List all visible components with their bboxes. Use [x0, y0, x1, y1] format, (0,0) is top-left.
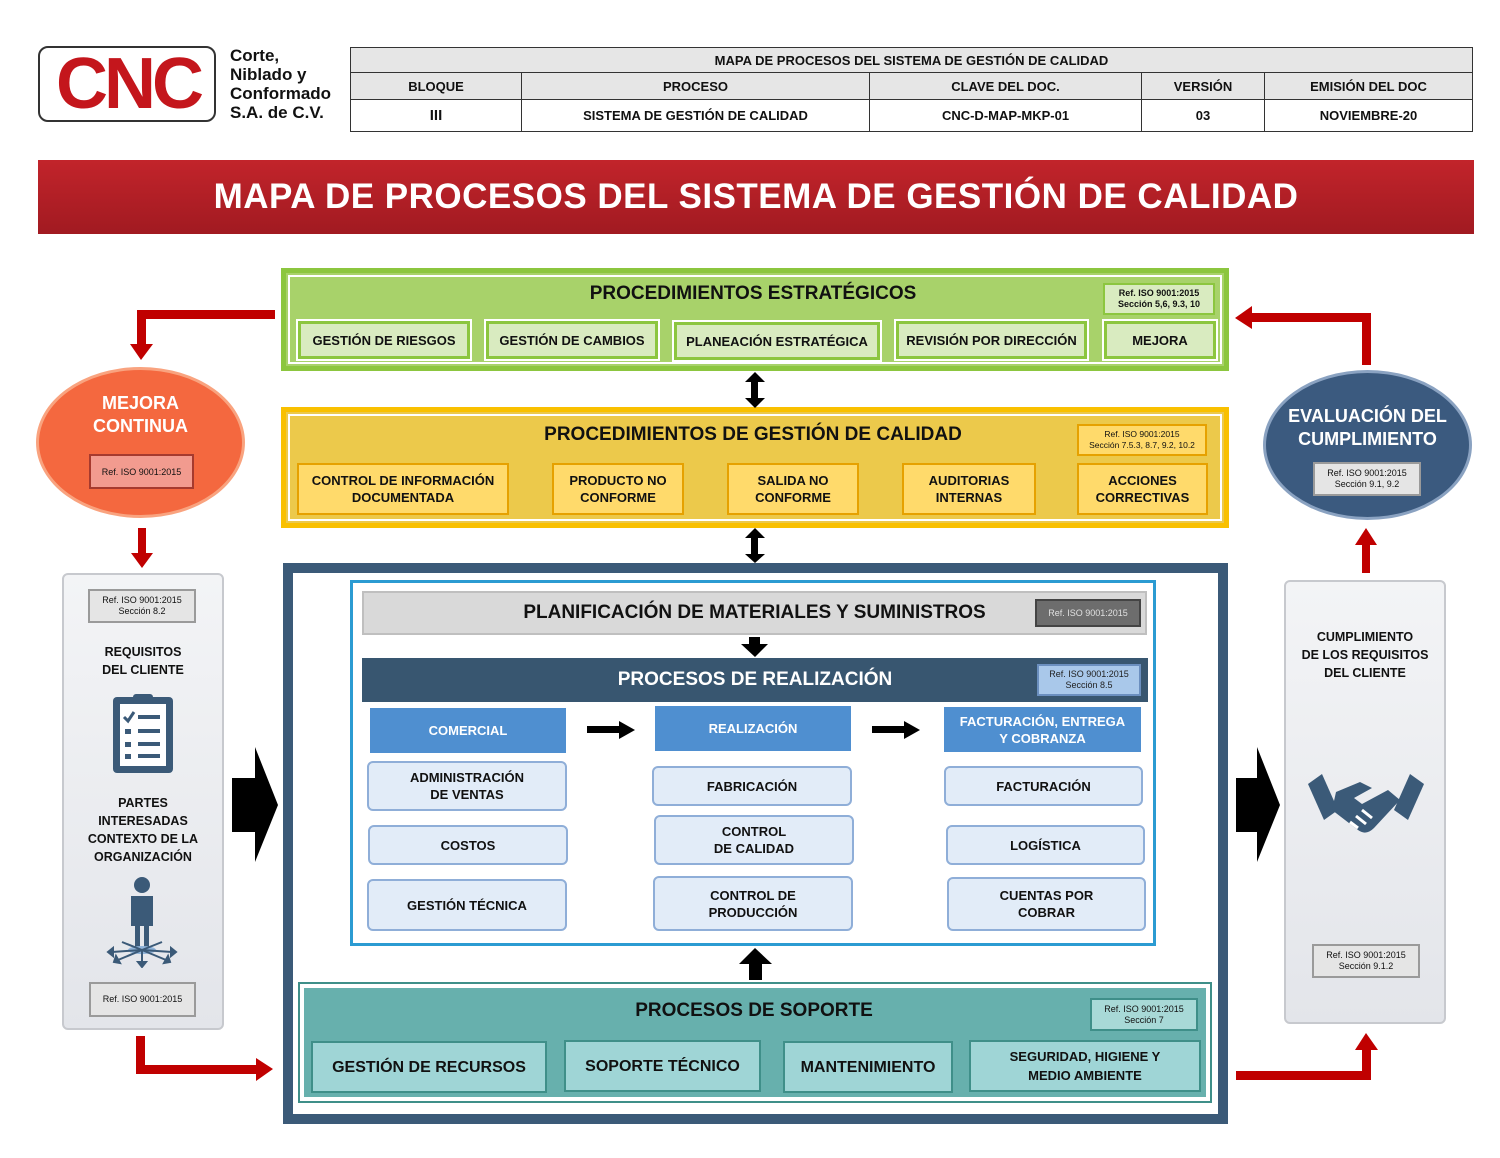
strategic-item-cambios: GESTIÓN DE CAMBIOS — [484, 319, 660, 361]
chevron-input-arrow — [232, 747, 278, 862]
handshake-icon — [1308, 770, 1424, 846]
arrow-support-to-realization — [739, 948, 772, 980]
right-panel-ref: Ref. ISO 9001:2015 Sección 9.1.2 — [1312, 944, 1420, 978]
strategic-item-riesgos: GESTIÓN DE RIESGOS — [296, 319, 472, 361]
company-logo-frame — [38, 46, 216, 122]
col-emision: EMISIÓN DEL DOC — [1310, 78, 1427, 94]
strategic-item-planeacion: PLANEACIÓN ESTRATÉGICA — [672, 320, 882, 362]
quality-block-inner — [288, 414, 1222, 521]
company-name: Corte, Niblado y Conformado S.A. de C.V. — [230, 46, 332, 122]
support-item-soporte: SOPORTE TÉCNICO — [564, 1040, 761, 1092]
stakeholders-label: PARTES INTERESADAS CONTEXTO DE LA ORGANI… — [87, 796, 199, 864]
val-proceso: SISTEMA DE GESTIÓN DE CALIDAD — [522, 100, 870, 131]
checklist-icon — [111, 693, 175, 775]
arrow-requirements-to-support — [136, 1036, 273, 1081]
process-facturacion: FACTURACIÓN — [944, 766, 1143, 806]
col-proceso: PROCESO — [522, 73, 870, 99]
page-title: MAPA DE PROCESOS DEL SISTEMA DE GESTIÓN … — [38, 160, 1474, 234]
process-fabricacion: FABRICACIÓN — [652, 766, 852, 806]
arrow-compliance-to-evaluation — [1355, 528, 1377, 573]
strategic-ref: Ref. ISO 9001:2015 Sección 5,6, 9.3, 10 — [1103, 283, 1215, 315]
customer-requirements-label: REQUISITOS DEL CLIENTE — [102, 645, 184, 677]
col-clave: CLAVE DEL DOC. — [870, 73, 1142, 99]
quality-ref: Ref. ISO 9001:2015 Sección 7.5.3, 8.7, 9… — [1077, 424, 1207, 456]
support-title: PROCESOS DE SOPORTE — [635, 1000, 873, 1021]
planning-title: PLANIFICACIÓN DE MATERIALES Y SUMINISTRO… — [362, 591, 1147, 635]
chevron-output-arrow — [1236, 747, 1280, 862]
val-bloque: III — [351, 100, 522, 131]
compliance-evaluation-ref: Ref. ISO 9001:2015 Sección 9.1, 9.2 — [1313, 462, 1421, 496]
continuous-improvement-ref: Ref. ISO 9001:2015 — [89, 454, 194, 489]
arrow-support-to-compliance — [1236, 1033, 1378, 1080]
col-version: VERSIÓN — [1142, 73, 1265, 99]
process-costos: COSTOS — [368, 825, 568, 865]
support-item-seguridad: SEGURIDAD, HIGIENE Y MEDIO AMBIENTE — [969, 1040, 1201, 1092]
left-ref-top: Ref. ISO 9001:2015 Sección 8.2 — [88, 589, 196, 623]
arrow-comercial-to-realizacion — [587, 721, 635, 739]
arrow-quality-operations — [745, 528, 765, 563]
arrow-strategic-quality — [745, 372, 765, 408]
support-item-recursos: GESTIÓN DE RECURSOS — [311, 1041, 547, 1093]
col-bloque: BLOQUE — [351, 73, 522, 99]
column-head-comercial: COMERCIAL — [370, 708, 566, 753]
arrow-improvement-to-requirements — [131, 528, 153, 568]
strategic-item-mejora: MEJORA — [1102, 319, 1218, 361]
process-logistica: LOGÍSTICA — [946, 825, 1145, 865]
continuous-improvement-oval — [36, 367, 245, 518]
strategic-block-inner — [288, 275, 1222, 364]
support-ref: Ref. ISO 9001:2015 Sección 7 — [1090, 998, 1198, 1031]
company-logo: CNC — [56, 44, 204, 124]
customer-compliance-label: CUMPLIMIENTO DE LOS REQUISITOS DEL CLIEN… — [1301, 630, 1429, 680]
planning-ref: Ref. ISO 9001:2015 — [1035, 599, 1141, 627]
document-header-table: MAPA DE PROCESOS DEL SISTEMA DE GESTIÓN … — [350, 47, 1473, 132]
continuous-improvement-title: MEJORA CONTINUA — [93, 393, 188, 436]
person-icon — [104, 876, 180, 969]
realization-title: PROCESOS DE REALIZACIÓN — [362, 658, 1148, 702]
val-emision: NOVIEMBRE-20 — [1319, 108, 1418, 123]
arrow-planning-to-realization — [741, 637, 768, 657]
strategic-item-revision: REVISIÓN POR DIRECCIÓN — [894, 319, 1089, 361]
val-version: 03 — [1142, 100, 1265, 131]
val-clave: CNC-D-MAP-MKP-01 — [870, 100, 1142, 131]
compliance-evaluation-title: EVALUACIÓN DEL CUMPLIMIENTO — [1288, 406, 1447, 449]
column-head-facturacion: FACTURACIÓN, ENTREGA Y COBRANZA — [944, 707, 1141, 752]
process-gestion-tecnica: GESTIÓN TÉCNICA — [367, 879, 567, 931]
arrow-strategic-to-improvement — [130, 310, 275, 360]
quality-title: PROCEDIMIENTOS DE GESTIÓN DE CALIDAD — [544, 424, 962, 445]
column-head-realizacion: REALIZACIÓN — [655, 706, 851, 751]
doc-title: MAPA DE PROCESOS DEL SISTEMA DE GESTIÓN … — [714, 52, 1109, 68]
strategic-title: PROCEDIMIENTOS ESTRATÉGICOS — [589, 283, 917, 304]
left-ref-bottom: Ref. ISO 9001:2015 — [89, 982, 196, 1017]
support-item-mantenimiento: MANTENIMIENTO — [783, 1041, 953, 1093]
arrow-evaluation-to-strategic — [1235, 306, 1371, 365]
arrow-realizacion-to-facturacion — [872, 721, 920, 739]
realization-ref: Ref. ISO 9001:2015 Sección 8.5 — [1037, 664, 1141, 696]
